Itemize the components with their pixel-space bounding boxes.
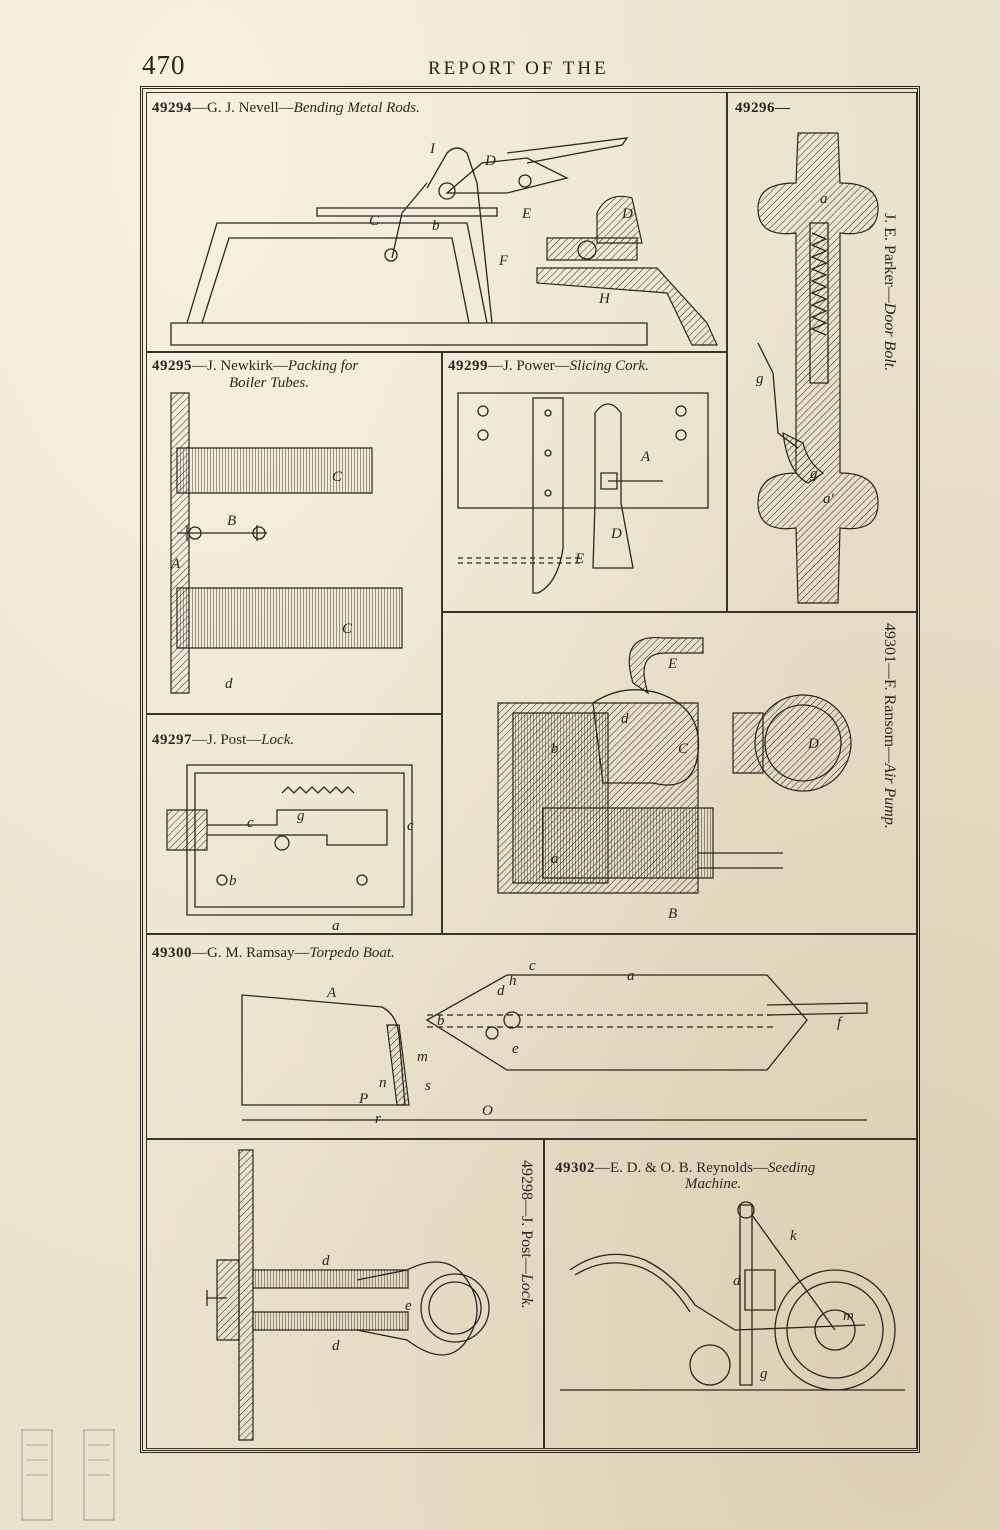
page-number: 470	[142, 50, 186, 80]
label-d2: d	[332, 1338, 340, 1354]
label-g2: g	[810, 466, 818, 482]
figure-49295-caption-line2: Boiler Tubes.	[229, 375, 310, 391]
label-g: g	[756, 371, 764, 387]
figure-49294-caption: 49294—G. J. Nevell—Bending Metal Rods.	[152, 100, 420, 116]
figure-49298: 49298—J. Post—Lock. d e d	[146, 1139, 544, 1449]
figure-49299: 49299—J. Power—Slicing Cork. A D E	[442, 352, 727, 612]
label-D: D	[484, 153, 496, 169]
label-a: a	[627, 968, 635, 984]
label-a: a	[332, 918, 340, 934]
label-E: E	[667, 656, 677, 672]
label-D: D	[610, 526, 622, 542]
label-I: I	[429, 141, 436, 157]
label-a: a	[551, 851, 559, 867]
figure-49296: 49296— J. E. Parker—Door Bolt. a g a' g	[727, 92, 917, 612]
plate-frame: 49294—G. J. Nevell—Bending Metal Rods. I…	[140, 86, 920, 1453]
label-F: F	[498, 253, 509, 269]
label-m: m	[417, 1049, 428, 1065]
label-C: C	[369, 213, 380, 229]
label-B: B	[227, 513, 236, 529]
label-r: r	[375, 1111, 381, 1127]
running-head: REPORT OF THE	[428, 58, 609, 79]
label-b: b	[432, 218, 440, 234]
label-s: s	[425, 1078, 431, 1094]
figure-49296-drawing: a g a' g	[756, 93, 917, 612]
label-E: E	[521, 206, 531, 222]
label-O: O	[482, 1103, 493, 1119]
label-m: m	[843, 1308, 854, 1324]
figure-49295-drawing: C B A C d	[170, 353, 442, 714]
label-a: a	[820, 191, 828, 207]
label-k: k	[790, 1228, 797, 1244]
figure-49298-drawing: d e d	[147, 1140, 544, 1449]
figure-49297-caption: 49297—J. Post—Lock.	[152, 732, 295, 748]
label-C: C	[332, 469, 343, 485]
figure-49302-drawing: k d m g	[545, 1140, 917, 1449]
label-C: C	[678, 741, 689, 757]
figure-49302-caption: 49302—E. D. & O. B. Reynolds—Seeding	[555, 1160, 816, 1176]
figure-49301-drawing: E d C D b a B	[443, 613, 917, 922]
figure-49299-caption: 49299—J. Power—Slicing Cork.	[448, 358, 649, 374]
label-A: A	[170, 556, 181, 572]
label-C2: C	[342, 621, 353, 637]
label-E: E	[574, 551, 584, 567]
label-g: g	[760, 1366, 768, 1382]
label-d: d	[621, 711, 629, 727]
figure-49297-drawing: c g c b a	[147, 715, 414, 934]
label-f: f	[837, 1015, 843, 1031]
figure-49294-drawing: I D C b E F D H	[147, 93, 727, 352]
figure-49295-caption: 49295—J. Newkirk—Packing for	[152, 358, 359, 374]
label-D2: D	[621, 206, 633, 222]
label-d: d	[225, 676, 233, 692]
figure-49301: 49301—F. Ransom—Air Pump. E d C D b a B	[442, 612, 917, 934]
figure-49302: 49302—E. D. & O. B. Reynolds—Seeding Mac…	[544, 1139, 917, 1449]
label-a-prime: a'	[823, 491, 835, 507]
bleed-through-marks	[14, 1425, 124, 1525]
label-c: c	[529, 958, 536, 974]
figure-49300-caption: 49300—G. M. Ramsay—Torpedo Boat.	[152, 945, 395, 961]
label-c2: c	[407, 818, 414, 834]
figure-49295: 49295—J. Newkirk—Packing for Boiler Tube…	[146, 352, 442, 714]
figure-49296-caption: 49296—	[735, 100, 791, 116]
label-d: d	[322, 1253, 330, 1269]
label-d: d	[497, 983, 505, 999]
label-h: h	[509, 973, 517, 989]
label-b: b	[229, 873, 237, 889]
label-B: B	[668, 906, 677, 922]
label-n: n	[379, 1075, 387, 1091]
label-A: A	[326, 985, 337, 1001]
figure-49302-caption-line2: Machine.	[685, 1176, 742, 1192]
label-D: D	[807, 736, 819, 752]
label-A: A	[640, 449, 651, 465]
label-g: g	[297, 808, 305, 824]
label-e: e	[405, 1298, 412, 1314]
figure-49297: 49297—J. Post—Lock. c g c b a	[146, 714, 442, 934]
label-d: d	[733, 1273, 741, 1289]
figure-49300: 49300—G. M. Ramsay—Torpedo Boat. A h c a…	[146, 934, 917, 1139]
label-c: c	[247, 815, 254, 831]
figure-49294: 49294—G. J. Nevell—Bending Metal Rods. I…	[146, 92, 727, 352]
label-b: b	[437, 1013, 445, 1029]
label-P: P	[358, 1091, 368, 1107]
label-H: H	[598, 291, 611, 307]
figure-49299-drawing: A D E	[443, 353, 727, 612]
label-e: e	[512, 1041, 519, 1057]
figure-49300-drawing: A h c a d b e f m n s P O r	[147, 958, 917, 1127]
label-b: b	[551, 741, 559, 757]
